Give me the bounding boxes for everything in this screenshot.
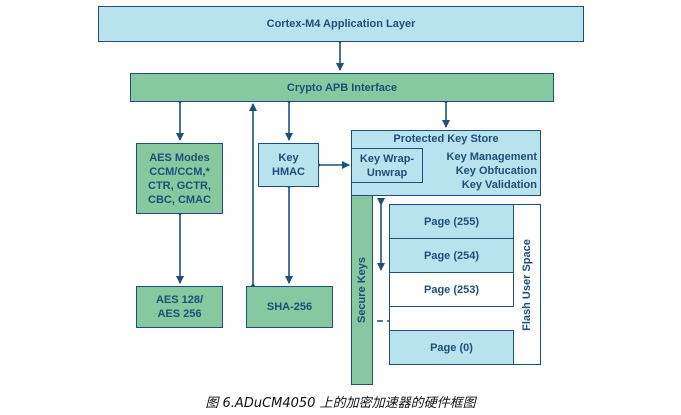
- key-wrap-line: Key Wrap-: [359, 152, 415, 165]
- page-label: Page (255): [423, 215, 480, 228]
- aes-core-line: AES 128/: [155, 294, 204, 306]
- key-function-item: Key Management: [446, 151, 537, 163]
- key-function-item: Key Validation: [461, 179, 537, 191]
- aes-core-line: AES 256: [157, 308, 202, 320]
- secure-keys-bar: Secure Keys: [351, 195, 373, 385]
- page-label: Page (0): [430, 341, 473, 354]
- secure-keys-label: Secure Keys: [356, 256, 369, 324]
- flash-page-255: Page (255): [389, 204, 514, 239]
- aes-modes-line: CTR, GCTR,: [148, 179, 211, 192]
- page-label: Page (254): [423, 249, 480, 262]
- key-wrap-line: Unwrap: [366, 166, 408, 179]
- flash-page-253: Page (253): [389, 272, 514, 307]
- aes-modes-line: CCM/CCM,*: [149, 165, 210, 178]
- page-label: Page (253): [423, 283, 480, 296]
- key-hmac-line: HMAC: [272, 166, 305, 178]
- app-layer-block: Cortex-M4 Application Layer: [98, 6, 584, 42]
- key-function-item: Key Obfucation: [455, 165, 537, 177]
- flash-page-254: Page (254): [389, 238, 514, 273]
- key-hmac-block: Key HMAC: [258, 143, 319, 187]
- key-wrap-block: Key Wrap- Unwrap: [351, 148, 423, 183]
- aes-modes-line: AES Modes: [149, 151, 210, 164]
- sha-label: SHA-256: [266, 301, 313, 313]
- figure-caption: 图 6.ADuCM4050 上的加密加速器的硬件框图: [205, 396, 476, 411]
- aes-modes-block: AES Modes CCM/CCM,* CTR, GCTR, CBC, CMAC: [136, 143, 223, 214]
- aes-core-block: AES 128/ AES 256: [136, 286, 223, 328]
- key-functions-list: Key Management Key Obfucation Key Valida…: [425, 150, 537, 192]
- sha-block: SHA-256: [246, 286, 333, 328]
- aes-modes-line: CBC, CMAC: [148, 193, 211, 206]
- flash-page-0: Page (0): [389, 330, 514, 365]
- protected-key-store-title: Protected Key Store: [393, 133, 499, 145]
- apb-interface-label: Crypto APB Interface: [286, 81, 398, 94]
- key-hmac-line: Key: [278, 152, 299, 164]
- flash-user-space-label: Flash User Space: [520, 238, 533, 331]
- app-layer-label: Cortex-M4 Application Layer: [266, 18, 416, 30]
- apb-interface-block: Crypto APB Interface: [130, 73, 554, 102]
